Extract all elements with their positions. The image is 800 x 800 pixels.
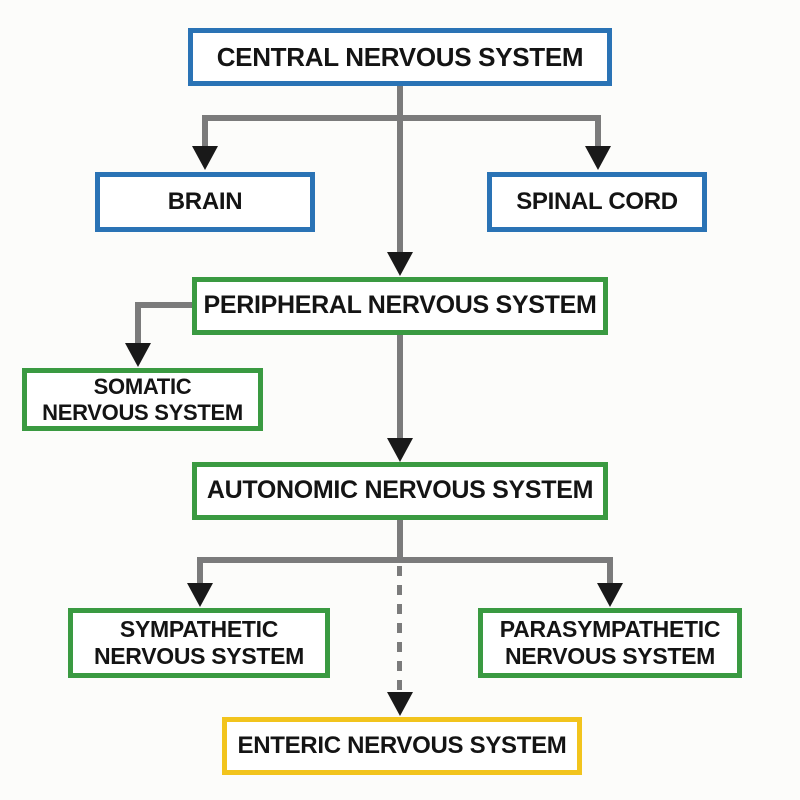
node-sympathetic-nervous-system: SYMPATHETIC NERVOUS SYSTEM	[68, 608, 330, 678]
connector-ans-horizontal	[197, 557, 613, 563]
connector-enteric-dashed	[397, 566, 402, 692]
node-somatic-nervous-system: SOMATIC NERVOUS SYSTEM	[22, 368, 263, 431]
connector-spinal-arm	[595, 115, 601, 148]
arrowhead-peripheral	[387, 252, 413, 276]
node-label: SYMPATHETIC	[119, 615, 279, 642]
arrowhead-enteric	[387, 692, 413, 716]
node-central-nervous-system: CENTRAL NERVOUS SYSTEM	[188, 28, 612, 86]
connector-brain-arm	[202, 115, 208, 148]
node-label: BRAIN	[167, 187, 243, 215]
node-brain: BRAIN	[95, 172, 315, 232]
arrowhead-brain	[192, 146, 218, 170]
connector-somatic-vertical	[135, 302, 141, 345]
node-label: SPINAL CORD	[516, 187, 678, 215]
node-label: ENTERIC NERVOUS SYSTEM	[237, 731, 567, 759]
connector-pns-to-ans	[397, 335, 403, 439]
node-label: AUTONOMIC NERVOUS SYSTEM	[206, 476, 594, 505]
node-label: NERVOUS SYSTEM	[504, 643, 716, 669]
node-spinal-cord: SPINAL CORD	[487, 172, 707, 232]
node-label: NERVOUS SYSTEM	[93, 643, 305, 669]
node-label: SOMATIC	[93, 373, 192, 399]
connector-parasympathetic-arm	[607, 557, 613, 585]
node-label: PERIPHERAL NERVOUS SYSTEM	[203, 291, 597, 320]
connector-cns-vertical	[397, 85, 403, 254]
connector-somatic-horizontal	[135, 302, 192, 308]
arrowhead-autonomic	[387, 438, 413, 462]
connector-cns-horizontal	[202, 115, 601, 121]
node-label: CENTRAL NERVOUS SYSTEM	[216, 41, 584, 72]
arrowhead-parasympathetic	[597, 583, 623, 607]
node-label: NERVOUS SYSTEM	[42, 399, 243, 425]
connector-sympathetic-arm	[197, 557, 203, 585]
arrowhead-somatic	[125, 343, 151, 367]
node-autonomic-nervous-system: AUTONOMIC NERVOUS SYSTEM	[192, 462, 608, 520]
arrowhead-sympathetic	[187, 583, 213, 607]
arrowhead-spinal-cord	[585, 146, 611, 170]
node-parasympathetic-nervous-system: PARASYMPATHETIC NERVOUS SYSTEM	[478, 608, 742, 678]
node-enteric-nervous-system: ENTERIC NERVOUS SYSTEM	[222, 717, 582, 775]
connector-ans-vertical	[397, 520, 403, 563]
node-peripheral-nervous-system: PERIPHERAL NERVOUS SYSTEM	[192, 277, 608, 335]
node-label: PARASYMPATHETIC	[499, 615, 721, 642]
